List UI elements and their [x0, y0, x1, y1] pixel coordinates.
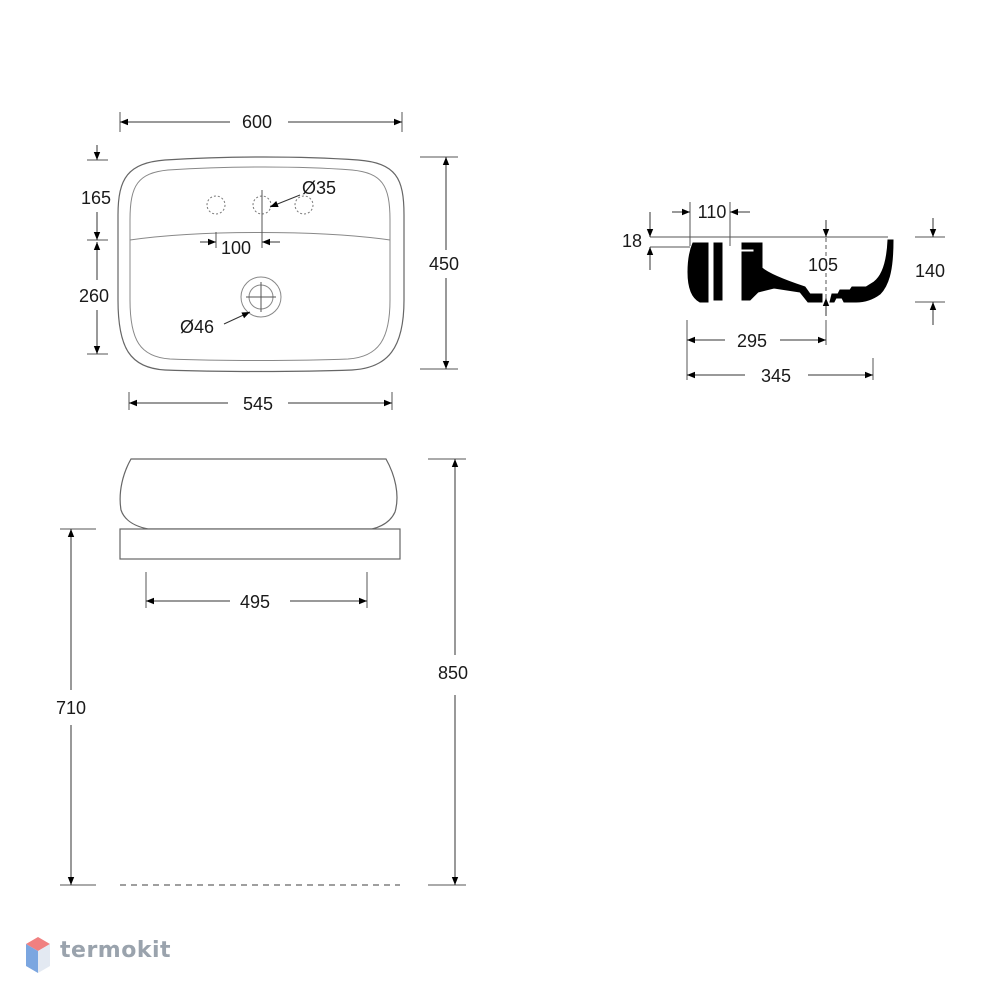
section-inner-wall — [741, 242, 823, 303]
dim-18: 18 — [622, 231, 642, 251]
dim-140: 140 — [915, 261, 945, 281]
dim-drain-dia: Ø46 — [180, 317, 214, 337]
dim-165: 165 — [81, 188, 111, 208]
dim-850: 850 — [438, 663, 468, 683]
drain-outer — [240, 276, 282, 318]
dim-495: 495 — [240, 592, 270, 612]
dim-710: 710 — [56, 698, 86, 718]
section-view: 110 18 105 140 295 345 — [622, 202, 945, 386]
dim-450: 450 — [429, 254, 459, 274]
dim-110: 110 — [698, 202, 727, 222]
dim-545: 545 — [243, 394, 273, 414]
tap-hole-right — [294, 195, 314, 215]
dim-260: 260 — [79, 286, 109, 306]
dim-hole-dia: Ø35 — [302, 178, 336, 198]
dim-105: 105 — [808, 255, 838, 275]
basin-inner-bowl — [129, 166, 391, 361]
countertop — [119, 528, 401, 560]
section-profile — [687, 242, 709, 303]
termokit-logo-icon — [26, 937, 50, 973]
dim-345: 345 — [761, 366, 791, 386]
top-view: 600 Ø35 100 Ø46 165 260 — [79, 112, 459, 414]
basin-front-outline — [119, 458, 398, 530]
brand-name: termokit — [60, 938, 172, 963]
dim-600: 600 — [242, 112, 272, 132]
section-tap-wall — [713, 242, 723, 301]
tap-hole-left — [206, 195, 226, 215]
basin-top-outline — [117, 156, 405, 373]
bowl-rim-line — [129, 232, 391, 241]
dim-100: 100 — [221, 238, 251, 258]
section-right-wall — [829, 239, 894, 303]
dim-295: 295 — [737, 331, 767, 351]
front-view: 495 710 850 — [56, 458, 468, 886]
